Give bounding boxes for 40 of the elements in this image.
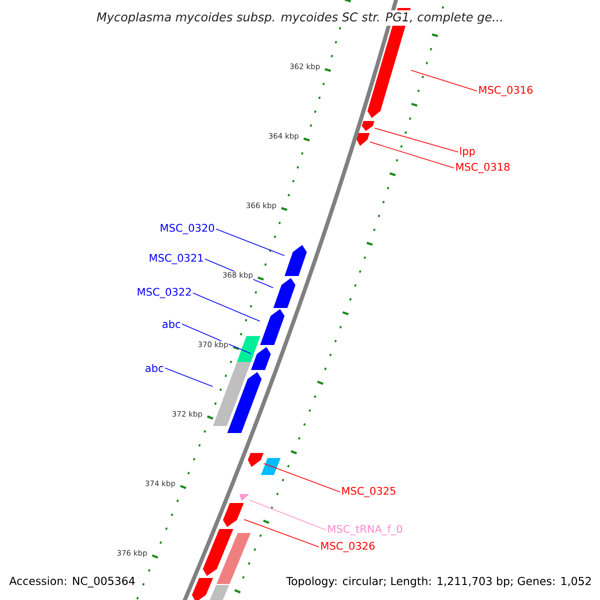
accession-text: Accession: NC_005364 xyxy=(9,576,135,588)
gene-label: MSC_0322 xyxy=(138,288,191,298)
gene-block xyxy=(356,133,370,146)
gene-block xyxy=(192,578,214,600)
gene-label: abc xyxy=(162,320,180,328)
gene-block xyxy=(248,453,264,467)
leader-line xyxy=(249,500,326,530)
gene-block xyxy=(260,309,285,345)
leader-line xyxy=(374,128,458,152)
leader-line xyxy=(369,142,454,168)
gene-block xyxy=(250,347,271,370)
gene-label: MSC_0326 xyxy=(321,542,375,552)
leader-line xyxy=(192,292,260,322)
leader-line xyxy=(263,463,340,492)
gene-block xyxy=(260,458,281,475)
gene-block xyxy=(202,529,234,576)
gene-label: MSC_0321 xyxy=(150,254,203,264)
gene-block xyxy=(362,121,374,131)
gene-block xyxy=(227,372,262,433)
gene-block xyxy=(216,533,251,584)
gene-block xyxy=(212,362,251,426)
gene-triangle xyxy=(239,494,250,501)
gene-label: lpp xyxy=(460,146,475,158)
gene-label: MSC_0316 xyxy=(479,86,533,96)
leader-line xyxy=(182,324,252,354)
leader-line xyxy=(244,519,320,548)
title: Mycoplasma mycoides subsp. mycoides SC str. PG1, complete ge... xyxy=(94,10,506,26)
gene-block xyxy=(284,245,307,276)
gene-label: MSC_0320 xyxy=(160,224,214,234)
leader-line xyxy=(216,228,285,256)
gene-block xyxy=(273,278,296,308)
gene-label: MSC_0318 xyxy=(456,162,510,174)
genome-stats-text: Topology: circular; Length: 1,211,703 bp; Genes: 1,052 xyxy=(286,576,591,588)
gene-label: MSC_tRNA_f_0 xyxy=(328,524,402,536)
gene-label: abc xyxy=(146,364,164,372)
gene-block xyxy=(236,336,260,362)
leader-line xyxy=(410,70,478,92)
gene-block xyxy=(222,503,244,527)
leader-line xyxy=(164,368,214,387)
gene-label: MSC_0325 xyxy=(342,486,396,498)
